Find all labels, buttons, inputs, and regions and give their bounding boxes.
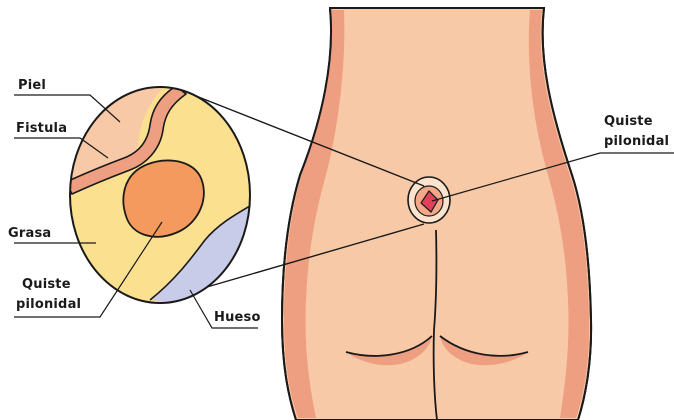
cyst-lesion-on-body bbox=[408, 177, 450, 223]
label-quiste-right-2: pilonidal bbox=[604, 134, 669, 149]
label-fistula: Fistula bbox=[16, 121, 67, 136]
cross-section-zoom bbox=[60, 80, 260, 310]
label-grasa: Grasa bbox=[8, 226, 51, 241]
label-piel: Piel bbox=[18, 78, 46, 93]
label-quiste-right-1: Quiste bbox=[604, 114, 653, 129]
label-quiste-left-1: Quiste bbox=[22, 277, 71, 292]
label-hueso: Hueso bbox=[214, 310, 261, 325]
label-quiste-left-2: pilonidal bbox=[16, 297, 81, 312]
